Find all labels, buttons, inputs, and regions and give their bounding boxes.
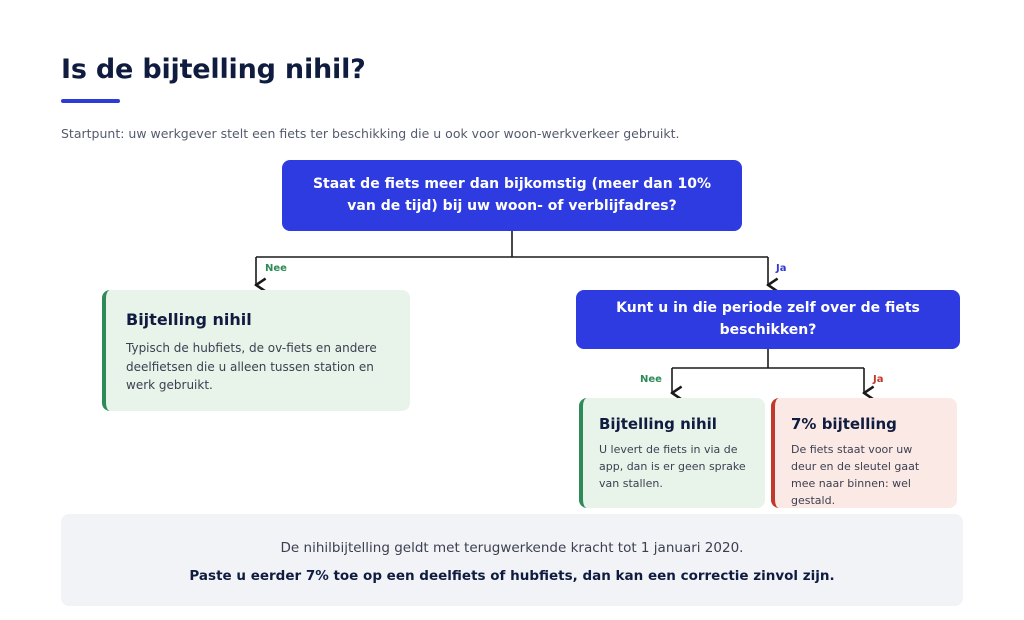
result-1-text: Typisch de hubfiets, de ov-fiets en ande… [126,341,377,393]
footer-line-2: Paste u eerder 7% toe op een deelfiets o… [189,568,835,584]
result-2-text: U levert de fiets in via de app, dan is … [599,443,746,491]
q2-yes-label: Ja [873,374,884,385]
result-3-text: De fiets staat voor uw deur en de sleute… [791,443,920,508]
q2-no-label: Nee [640,374,662,385]
question-2-box: Kunt u in die periode zelf over de fiets… [576,290,960,349]
question-2-text: Kunt u in die periode zelf over de fiets… [616,299,920,338]
result-2-title: Bijtelling nihil [599,415,717,433]
q1-yes-label: Ja [776,263,787,274]
result-bijtelling-card: 7% bijtelling De fiets staat voor uw deu… [771,398,957,508]
footer-note-box: De nihilbijtelling geldt met terugwerken… [61,514,963,606]
title-underline [61,99,120,103]
q1-no-label: Nee [265,263,287,274]
result-1-title: Bijtelling nihil [126,310,252,329]
result-3-title: 7% bijtelling [791,415,897,433]
intro-text: Startpunt: uw werkgever stelt een fiets … [61,126,680,141]
result-nihil-card-2: Bijtelling nihil U levert de fiets in vi… [579,398,765,508]
question-1-text: Staat de fiets meer dan bijkomstig (meer… [312,175,712,214]
footer-line-1: De nihilbijtelling geldt met terugwerken… [280,540,744,556]
page-title: Is de bijtelling nihil? [61,54,366,85]
question-1-box: Staat de fiets meer dan bijkomstig (meer… [282,160,742,231]
result-nihil-card-1: Bijtelling nihil Typisch de hubfiets, de… [102,290,410,411]
